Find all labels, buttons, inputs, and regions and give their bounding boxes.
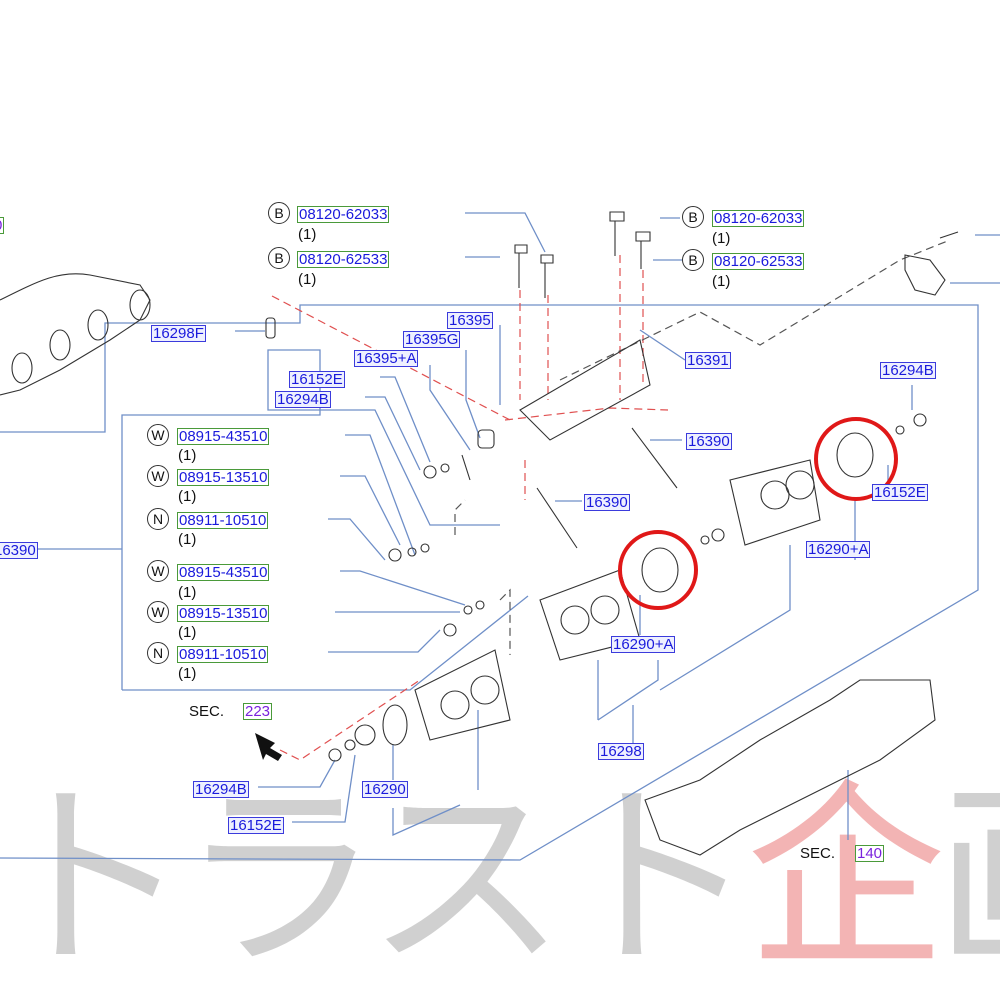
- part-label[interactable]: 16294B: [880, 362, 936, 379]
- part-label[interactable]: 16390: [686, 433, 732, 450]
- part-label[interactable]: 16395G: [403, 331, 461, 348]
- part-number-link[interactable]: 08915-13510: [177, 605, 270, 622]
- hardware-code: W: [147, 465, 169, 487]
- hardware-code: N: [147, 642, 169, 664]
- part-number-link[interactable]: 08120-62533: [297, 251, 390, 268]
- quantity: (1): [178, 488, 197, 505]
- bolt-code: B: [268, 247, 290, 269]
- part-label[interactable]: 16152E: [872, 484, 928, 501]
- arrow-icon: [255, 733, 282, 761]
- bolt-code: B: [268, 202, 290, 224]
- part-number-link[interactable]: 08120-62533: [712, 253, 805, 270]
- part-number-link[interactable]: 08911-10510: [177, 646, 269, 663]
- part-sketches: [0, 211, 959, 856]
- part-label[interactable]: 16298F: [151, 325, 206, 342]
- bolt-code: B: [682, 206, 704, 228]
- section-ref-link[interactable]: 223: [243, 703, 273, 720]
- section-ref-link[interactable]: 140: [855, 845, 885, 862]
- black-guide-lines: [454, 239, 951, 655]
- quantity: (1): [178, 584, 197, 601]
- part-label[interactable]: 16391: [685, 352, 731, 369]
- part-label[interactable]: 16390: [0, 542, 38, 559]
- part-label[interactable]: 16152E: [289, 371, 345, 388]
- section-prefix: SEC.: [189, 703, 225, 720]
- part-label[interactable]: 16294B: [275, 391, 331, 408]
- part-number-link[interactable]: 08911-10510: [177, 512, 269, 529]
- hardware-code: N: [147, 508, 169, 530]
- part-label[interactable]: 16290: [362, 781, 408, 798]
- part-label[interactable]: 16290+A: [611, 636, 676, 653]
- hardware-code: W: [147, 601, 169, 623]
- part-label[interactable]: 16298: [598, 743, 644, 760]
- quantity: (1): [178, 665, 197, 682]
- part-number-link[interactable]: 08120-62033: [297, 206, 390, 223]
- section-prefix: SEC.: [800, 845, 836, 862]
- part-label[interactable]: 16395: [447, 312, 493, 329]
- quantity: (1): [712, 230, 731, 247]
- quantity: (1): [178, 447, 197, 464]
- red-guide-lines: [271, 255, 669, 761]
- quantity: (1): [298, 226, 317, 243]
- quantity: (1): [178, 624, 197, 641]
- leader-lines: [0, 212, 1000, 861]
- bolt-code: B: [682, 249, 704, 271]
- part-number-link[interactable]: 08915-43510: [177, 564, 270, 581]
- hardware-code: W: [147, 424, 169, 446]
- section-ref-partial[interactable]: 0: [0, 217, 5, 234]
- quantity: (1): [712, 273, 731, 290]
- part-number-link[interactable]: 08120-62033: [712, 210, 805, 227]
- part-number-link[interactable]: 08915-13510: [177, 469, 270, 486]
- hardware-code: W: [147, 560, 169, 582]
- part-number-link[interactable]: 08915-43510: [177, 428, 270, 445]
- part-label[interactable]: 16395+A: [354, 350, 419, 367]
- quantity: (1): [178, 531, 197, 548]
- part-label[interactable]: 16390: [584, 494, 630, 511]
- quantity: (1): [298, 271, 317, 288]
- part-label[interactable]: 16294B: [193, 781, 249, 798]
- part-label[interactable]: 16152E: [228, 817, 284, 834]
- highlight-circles: [618, 417, 898, 610]
- part-label[interactable]: 16290+A: [806, 541, 871, 558]
- watermark-logo: トラスト企画: [0, 763, 1000, 996]
